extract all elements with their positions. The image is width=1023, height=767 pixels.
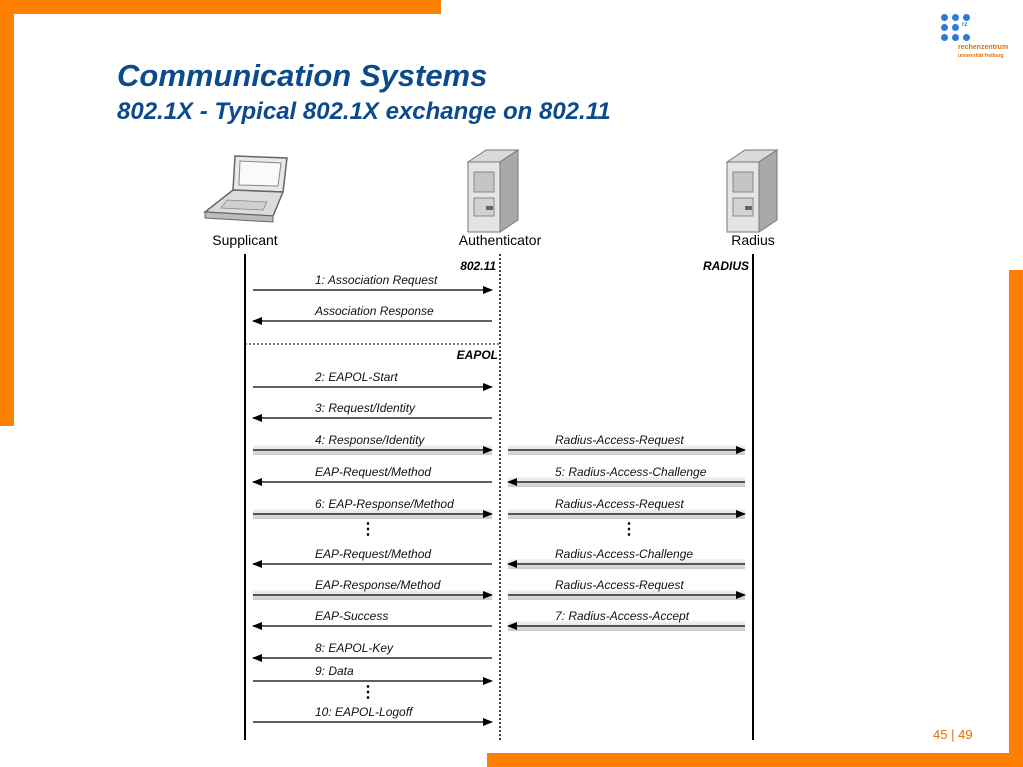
message-label: 6: EAP-Response/Method bbox=[315, 497, 454, 511]
message-arrow: 4: Response/Identity bbox=[253, 433, 493, 455]
logo-line1: rechenzentrum bbox=[958, 44, 1009, 51]
server-icon bbox=[725, 149, 779, 233]
message-label: EAP-Request/Method bbox=[315, 547, 431, 561]
message-label: Radius-Access-Request bbox=[555, 433, 684, 447]
entity-label-authenticator: Authenticator bbox=[459, 232, 542, 248]
logo-line2: universität freiburg bbox=[958, 53, 1004, 59]
message-label: 8: EAPOL-Key bbox=[315, 641, 394, 655]
message-arrow: Radius-Access-Challenge bbox=[507, 547, 745, 569]
message-arrow: Radius-Access-Request bbox=[508, 578, 746, 600]
message-arrow: 6: EAP-Response/Method bbox=[253, 497, 493, 519]
continuation-dots: ⋮ bbox=[360, 684, 376, 701]
accent-bar-left bbox=[0, 0, 14, 426]
message-arrow: Radius-Access-Request bbox=[508, 433, 746, 455]
message-arrow: 1: Association Request bbox=[253, 273, 493, 294]
message-label: EAP-Request/Method bbox=[315, 465, 431, 479]
sequence-diagram: Supplicant Authenticator Radius 802.11 R… bbox=[197, 140, 800, 740]
page-subtitle: 802.1X - Typical 802.1X exchange on 802.… bbox=[117, 98, 611, 125]
message-arrow: Radius-Access-Request bbox=[508, 497, 746, 519]
entity-label-radius: Radius bbox=[731, 232, 775, 248]
server-icon bbox=[466, 149, 520, 233]
message-arrow: 3: Request/Identity bbox=[252, 401, 492, 422]
message-label: Radius-Access-Challenge bbox=[555, 547, 693, 561]
accent-bar-right bbox=[1009, 270, 1023, 767]
laptop-icon bbox=[202, 155, 288, 223]
entity-label-supplicant: Supplicant bbox=[212, 232, 277, 248]
rz-logo: rz rechenzentrum universität freiburg bbox=[938, 12, 1018, 62]
message-arrow: 9: Data bbox=[253, 664, 493, 685]
message-arrow: EAP-Success bbox=[252, 609, 492, 630]
message-arrow: EAP-Request/Method bbox=[252, 465, 492, 486]
message-label: Radius-Access-Request bbox=[555, 578, 684, 592]
protocol-label-80211: 802.11 bbox=[460, 259, 496, 273]
message-label: 4: Response/Identity bbox=[315, 433, 425, 447]
page-number: 45 | 49 bbox=[933, 727, 973, 742]
message-label: 1: Association Request bbox=[315, 273, 438, 287]
continuation-dots: ⋮ bbox=[621, 521, 637, 538]
message-arrow: 8: EAPOL-Key bbox=[252, 641, 492, 662]
message-label: 3: Request/Identity bbox=[315, 401, 416, 415]
continuation-dots: ⋮ bbox=[360, 521, 376, 538]
protocol-label-radius: RADIUS bbox=[703, 259, 749, 273]
message-label: Association Response bbox=[314, 304, 434, 318]
message-label: Radius-Access-Request bbox=[555, 497, 684, 511]
message-arrow: 10: EAPOL-Logoff bbox=[253, 705, 493, 726]
message-arrow: 2: EAPOL-Start bbox=[253, 370, 493, 391]
message-label: 2: EAPOL-Start bbox=[314, 370, 398, 384]
message-label: 9: Data bbox=[315, 664, 354, 678]
page-separator: | bbox=[951, 727, 955, 742]
page-total: 49 bbox=[958, 727, 973, 742]
accent-bar-top bbox=[0, 0, 441, 14]
message-label: EAP-Response/Method bbox=[315, 578, 441, 592]
page-title: Communication Systems bbox=[117, 58, 488, 93]
logo-mark: rz bbox=[962, 22, 968, 28]
message-arrow: Association Response bbox=[252, 304, 492, 325]
message-arrow: 7: Radius-Access-Accept bbox=[507, 609, 745, 631]
message-label: 7: Radius-Access-Accept bbox=[555, 609, 690, 623]
message-arrow: EAP-Request/Method bbox=[252, 547, 492, 568]
message-label: EAP-Success bbox=[315, 609, 388, 623]
message-label: 10: EAPOL-Logoff bbox=[315, 705, 414, 719]
protocol-label-eapol: EAPOL bbox=[457, 348, 498, 362]
message-arrow: EAP-Response/Method bbox=[253, 578, 493, 600]
message-label: 5: Radius-Access-Challenge bbox=[555, 465, 707, 479]
message-arrow: 5: Radius-Access-Challenge bbox=[507, 465, 745, 487]
accent-bar-bottom bbox=[487, 753, 1023, 767]
page-current: 45 bbox=[933, 727, 948, 742]
